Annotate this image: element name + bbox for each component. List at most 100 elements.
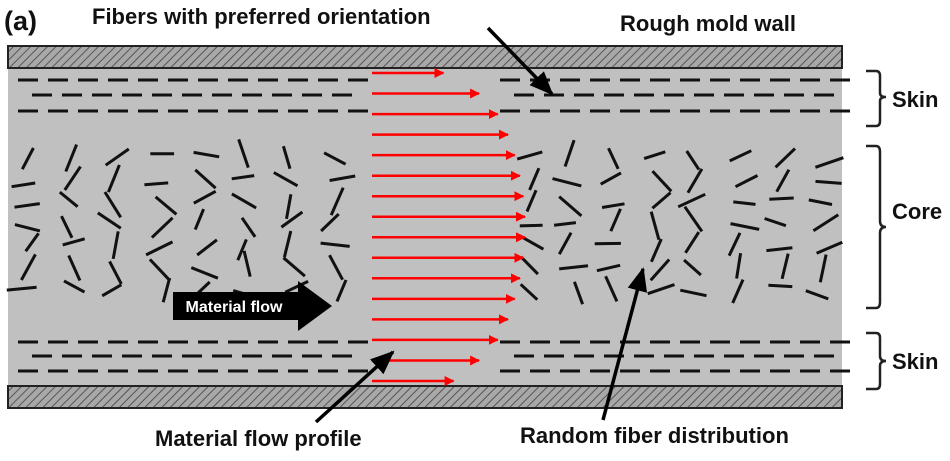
core-fiber xyxy=(557,231,573,255)
core-fiber xyxy=(63,279,86,294)
core-fiber xyxy=(684,231,701,254)
core-fiber xyxy=(145,240,174,257)
core-fiber xyxy=(231,192,257,210)
material-flow-label: Material flow xyxy=(186,299,283,316)
core-fiber xyxy=(14,223,41,233)
core-fiber xyxy=(683,205,704,233)
core-fiber xyxy=(766,246,793,253)
core-fiber xyxy=(108,260,123,285)
core-fiber xyxy=(104,147,130,167)
core-fiber xyxy=(733,200,756,206)
core-fiber xyxy=(774,147,797,169)
core-fiber xyxy=(60,215,74,239)
core-fiber xyxy=(808,198,833,206)
core-fiber xyxy=(649,211,661,241)
pointer-flow-profile xyxy=(314,350,395,424)
core-fiber xyxy=(729,149,752,163)
core-bracket xyxy=(866,144,887,310)
core-fiber xyxy=(281,145,292,170)
core-fiber xyxy=(320,241,350,248)
core-fiber xyxy=(190,266,219,280)
core-fiber xyxy=(320,213,340,233)
core-fiber xyxy=(553,221,577,227)
mold-wall-bottom xyxy=(7,385,843,409)
fibers-preferred-label: Fibers with preferred orientation xyxy=(92,4,431,29)
core-fiber xyxy=(24,232,40,253)
core-fiber xyxy=(148,258,172,282)
core-fiber xyxy=(335,279,348,302)
flow-profile-label: Material flow profile xyxy=(155,426,362,451)
core-fiber xyxy=(552,177,582,188)
core-fiber xyxy=(812,213,840,232)
core-fiber xyxy=(651,191,672,210)
panel-label: (a) xyxy=(4,6,37,36)
core-fiber xyxy=(58,190,79,208)
core-fiber xyxy=(519,223,543,228)
core-fiber xyxy=(609,208,622,232)
skin-bottom-bracket xyxy=(866,331,887,391)
core-fiber xyxy=(647,283,675,296)
core-fiber xyxy=(558,195,583,218)
skin-top-bracket xyxy=(866,69,887,128)
core-fiber xyxy=(284,280,309,294)
core-fiber xyxy=(780,253,790,280)
core-fiber xyxy=(768,283,793,289)
melt-channel xyxy=(8,68,842,386)
core-fiber xyxy=(651,170,673,193)
core-fiber xyxy=(601,202,625,209)
skin-bottom-label: Skin xyxy=(892,349,938,374)
flow-profile-arrows xyxy=(372,68,526,386)
core-fiber xyxy=(519,283,539,301)
core-fiber xyxy=(679,288,707,298)
core-label: Core xyxy=(892,199,942,224)
skin-fibers-bottom xyxy=(18,340,850,373)
rough-wall-label: Rough mold wall xyxy=(620,11,796,36)
core-fiber xyxy=(525,189,538,213)
core-fiber xyxy=(805,289,829,301)
core-fiber xyxy=(734,174,759,189)
core-fiber xyxy=(323,151,347,166)
core-fiber xyxy=(516,150,543,161)
core-fiber xyxy=(62,237,86,247)
core-fiber xyxy=(731,278,745,304)
core-fiber xyxy=(572,281,585,305)
core-fiber xyxy=(328,254,344,281)
pointer-random-fibers xyxy=(601,267,648,421)
core-fiber xyxy=(559,264,589,271)
core-fiber xyxy=(329,187,345,216)
core-fiber xyxy=(196,238,218,257)
core-fiber xyxy=(273,171,299,188)
core-fiber xyxy=(14,202,41,209)
core-fibers xyxy=(6,138,844,305)
core-fiber xyxy=(650,238,663,263)
core-fiber xyxy=(683,258,702,277)
core-fiber xyxy=(154,195,178,216)
core-fiber xyxy=(63,165,82,191)
skin-top-label: Skin xyxy=(892,87,938,112)
core-fiber xyxy=(20,147,35,170)
core-fiber xyxy=(11,181,36,189)
core-fiber xyxy=(6,285,37,292)
core-fiber xyxy=(775,168,791,193)
core-fiber xyxy=(240,216,257,238)
core-fiber xyxy=(677,192,706,209)
core-fiber xyxy=(596,263,621,273)
core-fiber xyxy=(242,250,252,277)
core-fiber xyxy=(231,174,255,181)
material-flow-arrow: Material flow xyxy=(173,281,332,331)
core-fiber xyxy=(20,253,37,281)
core-fiber xyxy=(563,139,576,167)
core-fiber xyxy=(280,210,304,229)
random-fibers-label: Random fiber distribution xyxy=(520,423,789,448)
core-fiber xyxy=(285,194,293,220)
core-fiber xyxy=(727,232,742,257)
core-fiber xyxy=(194,168,217,190)
core-fiber xyxy=(144,181,169,187)
pointer-preferred-fibers xyxy=(486,26,554,96)
core-fiber xyxy=(96,211,122,230)
core-fiber xyxy=(599,171,622,186)
core-fiber xyxy=(282,230,293,258)
core-fiber xyxy=(103,191,122,219)
